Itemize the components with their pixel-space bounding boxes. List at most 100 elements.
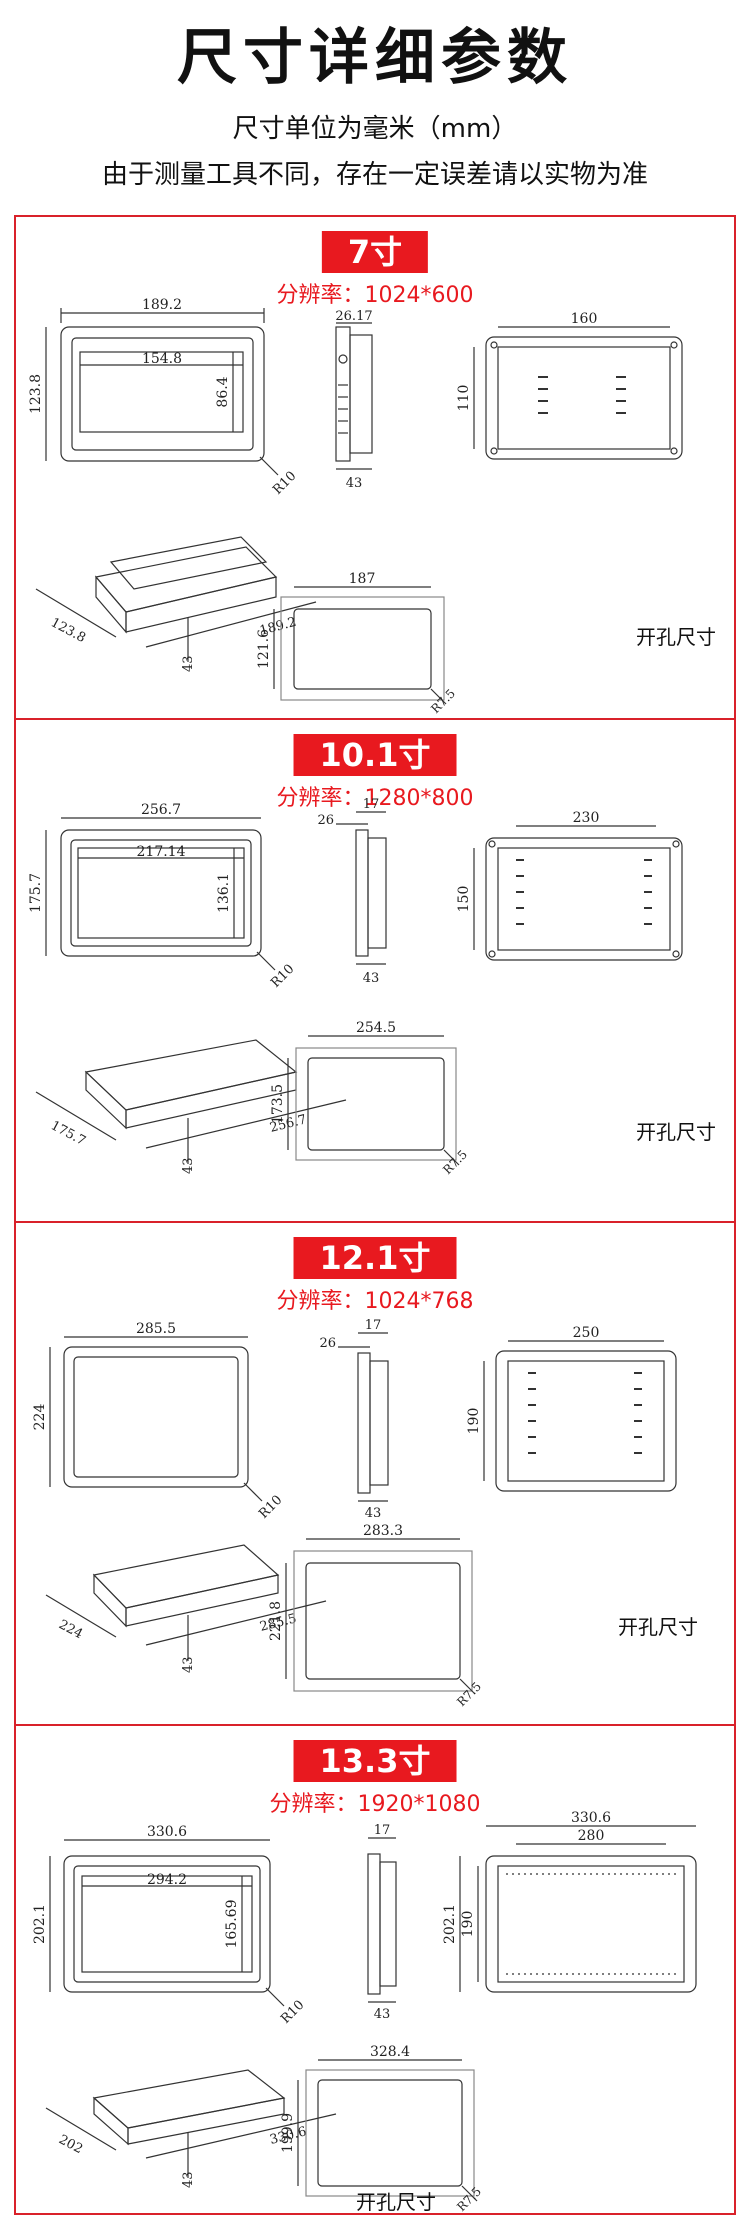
back-height: 110 — [456, 385, 472, 412]
size-badge: 12.1寸 — [293, 1237, 457, 1279]
persp-depth: 43 — [181, 2171, 196, 2188]
back-width: 250 — [573, 1325, 600, 1341]
resolution-line: 分辨率：1024*768 — [16, 1287, 734, 1317]
cutout-view: 254.5 173.5 R7.5 — [270, 1020, 470, 1177]
resolution-label: 分辨率： — [269, 1792, 358, 1817]
unit-note: 尺寸单位为毫米（mm） — [232, 114, 518, 144]
front-view: 330.6 294.2 202.1 165.69 R10 — [32, 1824, 307, 2027]
front-width: 189.2 — [142, 297, 182, 313]
cutout-height: 121.6 — [256, 629, 272, 669]
side-top: 17 — [363, 797, 380, 812]
back-view: 160 110 — [456, 311, 683, 460]
drawing-10-1: 256.7 217.14 175.7 136.1 R10 17 26 43 23… — [28, 797, 683, 1177]
side-total: 43 — [363, 971, 380, 986]
cutout-radius: R7.5 — [440, 1147, 470, 1177]
resolution-value: 1024*768 — [364, 1289, 474, 1314]
back-inner-width: 280 — [578, 1828, 605, 1844]
back-view: 230 150 — [456, 810, 683, 961]
resolution-value: 1280*800 — [364, 786, 474, 811]
drawing-7: 189.2 154.8 123.8 86.4 R10 26.17 43 1 — [28, 297, 683, 716]
side-total: 43 — [346, 476, 363, 491]
persp-height: 202 — [56, 2132, 85, 2157]
model-panel-10-1: 10.1寸 分辨率：1280*800 256.7 217.14 175.7 13… — [14, 718, 736, 1223]
view-width: 217.14 — [137, 844, 186, 860]
back-view: 330.6 280 202.1 190 — [442, 1810, 697, 1993]
resolution-value: 1920*1080 — [357, 1792, 481, 1817]
model-panel-7: 7寸 分辨率：1024*600 189.2 154.8 123.8 86.4 R… — [14, 215, 736, 720]
front-view: 189.2 154.8 123.8 86.4 R10 — [28, 297, 299, 498]
view-height: 165.69 — [224, 1900, 240, 1949]
cutout-radius: R7.5 — [454, 1679, 484, 1709]
cutout-height: 199.9 — [280, 2113, 296, 2153]
size-badge: 7寸 — [321, 231, 429, 273]
front-width: 330.6 — [147, 1824, 187, 1840]
back-height: 190 — [466, 1408, 482, 1435]
cutout-label: 开孔尺寸 — [356, 2190, 436, 2214]
front-height: 224 — [32, 1404, 48, 1431]
cutout-width: 328.4 — [370, 2044, 410, 2060]
front-width: 256.7 — [141, 802, 181, 818]
side-view: 17 26 43 — [319, 1318, 389, 1521]
front-view: 285.5 224 R10 — [32, 1321, 285, 1522]
side-top: 17 — [374, 1823, 391, 1838]
cutout-label: 开孔尺寸 — [618, 1615, 698, 1639]
side-view: 17 43 — [367, 1823, 397, 2022]
persp-depth: 43 — [181, 1157, 196, 1174]
perspective-view: 224 285.5 43 — [45, 1544, 327, 1673]
side-depth: 26.17 — [335, 309, 372, 324]
cutout-view: 283.3 221.8 R7.5 — [268, 1523, 484, 1709]
side-view: 26.17 43 — [335, 309, 372, 491]
back-height: 150 — [456, 886, 472, 913]
resolution-line: 分辨率：1280*800 — [16, 784, 734, 814]
front-view: 256.7 217.14 175.7 136.1 R10 — [28, 802, 297, 991]
cutout-radius: R7.5 — [454, 2184, 484, 2214]
resolution-label: 分辨率： — [276, 283, 365, 308]
front-width: 285.5 — [136, 1321, 176, 1337]
side-depth: 26 — [317, 813, 334, 828]
model-panel-13-3: 13.3寸 分辨率：1920*1080 330.6 294.2 202.1 16… — [14, 1724, 736, 2215]
cutout-view: 328.4 199.9 R7.5 — [280, 2044, 484, 2214]
resolution-label: 分辨率： — [276, 1289, 365, 1314]
corner-radius: R10 — [268, 962, 297, 991]
cutout-view: 187 121.6 R7.5 — [256, 571, 458, 716]
back-height: 202.1 — [442, 1904, 458, 1944]
corner-radius: R10 — [270, 469, 299, 498]
drawing-13-3: 330.6 294.2 202.1 165.69 R10 17 43 330.6… — [32, 1810, 697, 2214]
back-width: 160 — [571, 311, 598, 327]
back-inner-height: 190 — [460, 1911, 476, 1938]
resolution-label: 分辨率： — [276, 786, 365, 811]
cutout-label: 开孔尺寸 — [636, 625, 716, 649]
persp-height: 123.8 — [48, 615, 88, 646]
tolerance-note: 由于测量工具不同，存在一定误差请以实物为准 — [101, 160, 648, 190]
side-top: 17 — [365, 1318, 382, 1333]
size-badge: 10.1寸 — [293, 734, 457, 776]
view-width: 294.2 — [147, 1872, 187, 1888]
page-title: 尺寸详细参数 — [177, 23, 573, 93]
persp-depth: 43 — [181, 655, 196, 672]
persp-depth: 43 — [181, 1656, 196, 1673]
drawing-12-1: 285.5 224 R10 17 26 43 250 190 — [32, 1318, 677, 1709]
corner-radius: R10 — [278, 1998, 307, 2027]
resolution-line: 分辨率：1024*600 — [16, 281, 734, 311]
resolution-value: 1024*600 — [364, 283, 474, 308]
model-panel-12-1: 12.1寸 分辨率：1024*768 285.5 224 R10 17 26 4… — [14, 1221, 736, 1726]
back-view: 250 190 — [466, 1325, 677, 1492]
view-height: 86.4 — [215, 376, 231, 407]
side-depth: 26 — [319, 1336, 336, 1351]
cutout-width: 187 — [349, 571, 376, 587]
cutout-width: 254.5 — [356, 1020, 396, 1036]
size-badge: 13.3寸 — [293, 1740, 457, 1782]
corner-radius: R10 — [256, 1493, 285, 1522]
persp-height: 224 — [56, 1617, 85, 1642]
cutout-height: 221.8 — [268, 1601, 284, 1641]
side-view: 17 26 43 — [317, 797, 387, 986]
page-header: 尺寸详细参数 尺寸单位为毫米（mm） 由于测量工具不同，存在一定误差请以实物为准 — [0, 0, 750, 212]
front-height: 175.7 — [28, 873, 44, 913]
cutout-height: 173.5 — [270, 1084, 286, 1124]
back-width: 230 — [573, 810, 600, 826]
front-height: 202.1 — [32, 1904, 48, 1944]
front-height: 123.8 — [28, 374, 44, 414]
perspective-view: 175.7 256.7 43 — [35, 1039, 347, 1174]
resolution-line: 分辨率：1920*1080 — [16, 1790, 734, 1820]
view-height: 136.1 — [216, 873, 232, 913]
